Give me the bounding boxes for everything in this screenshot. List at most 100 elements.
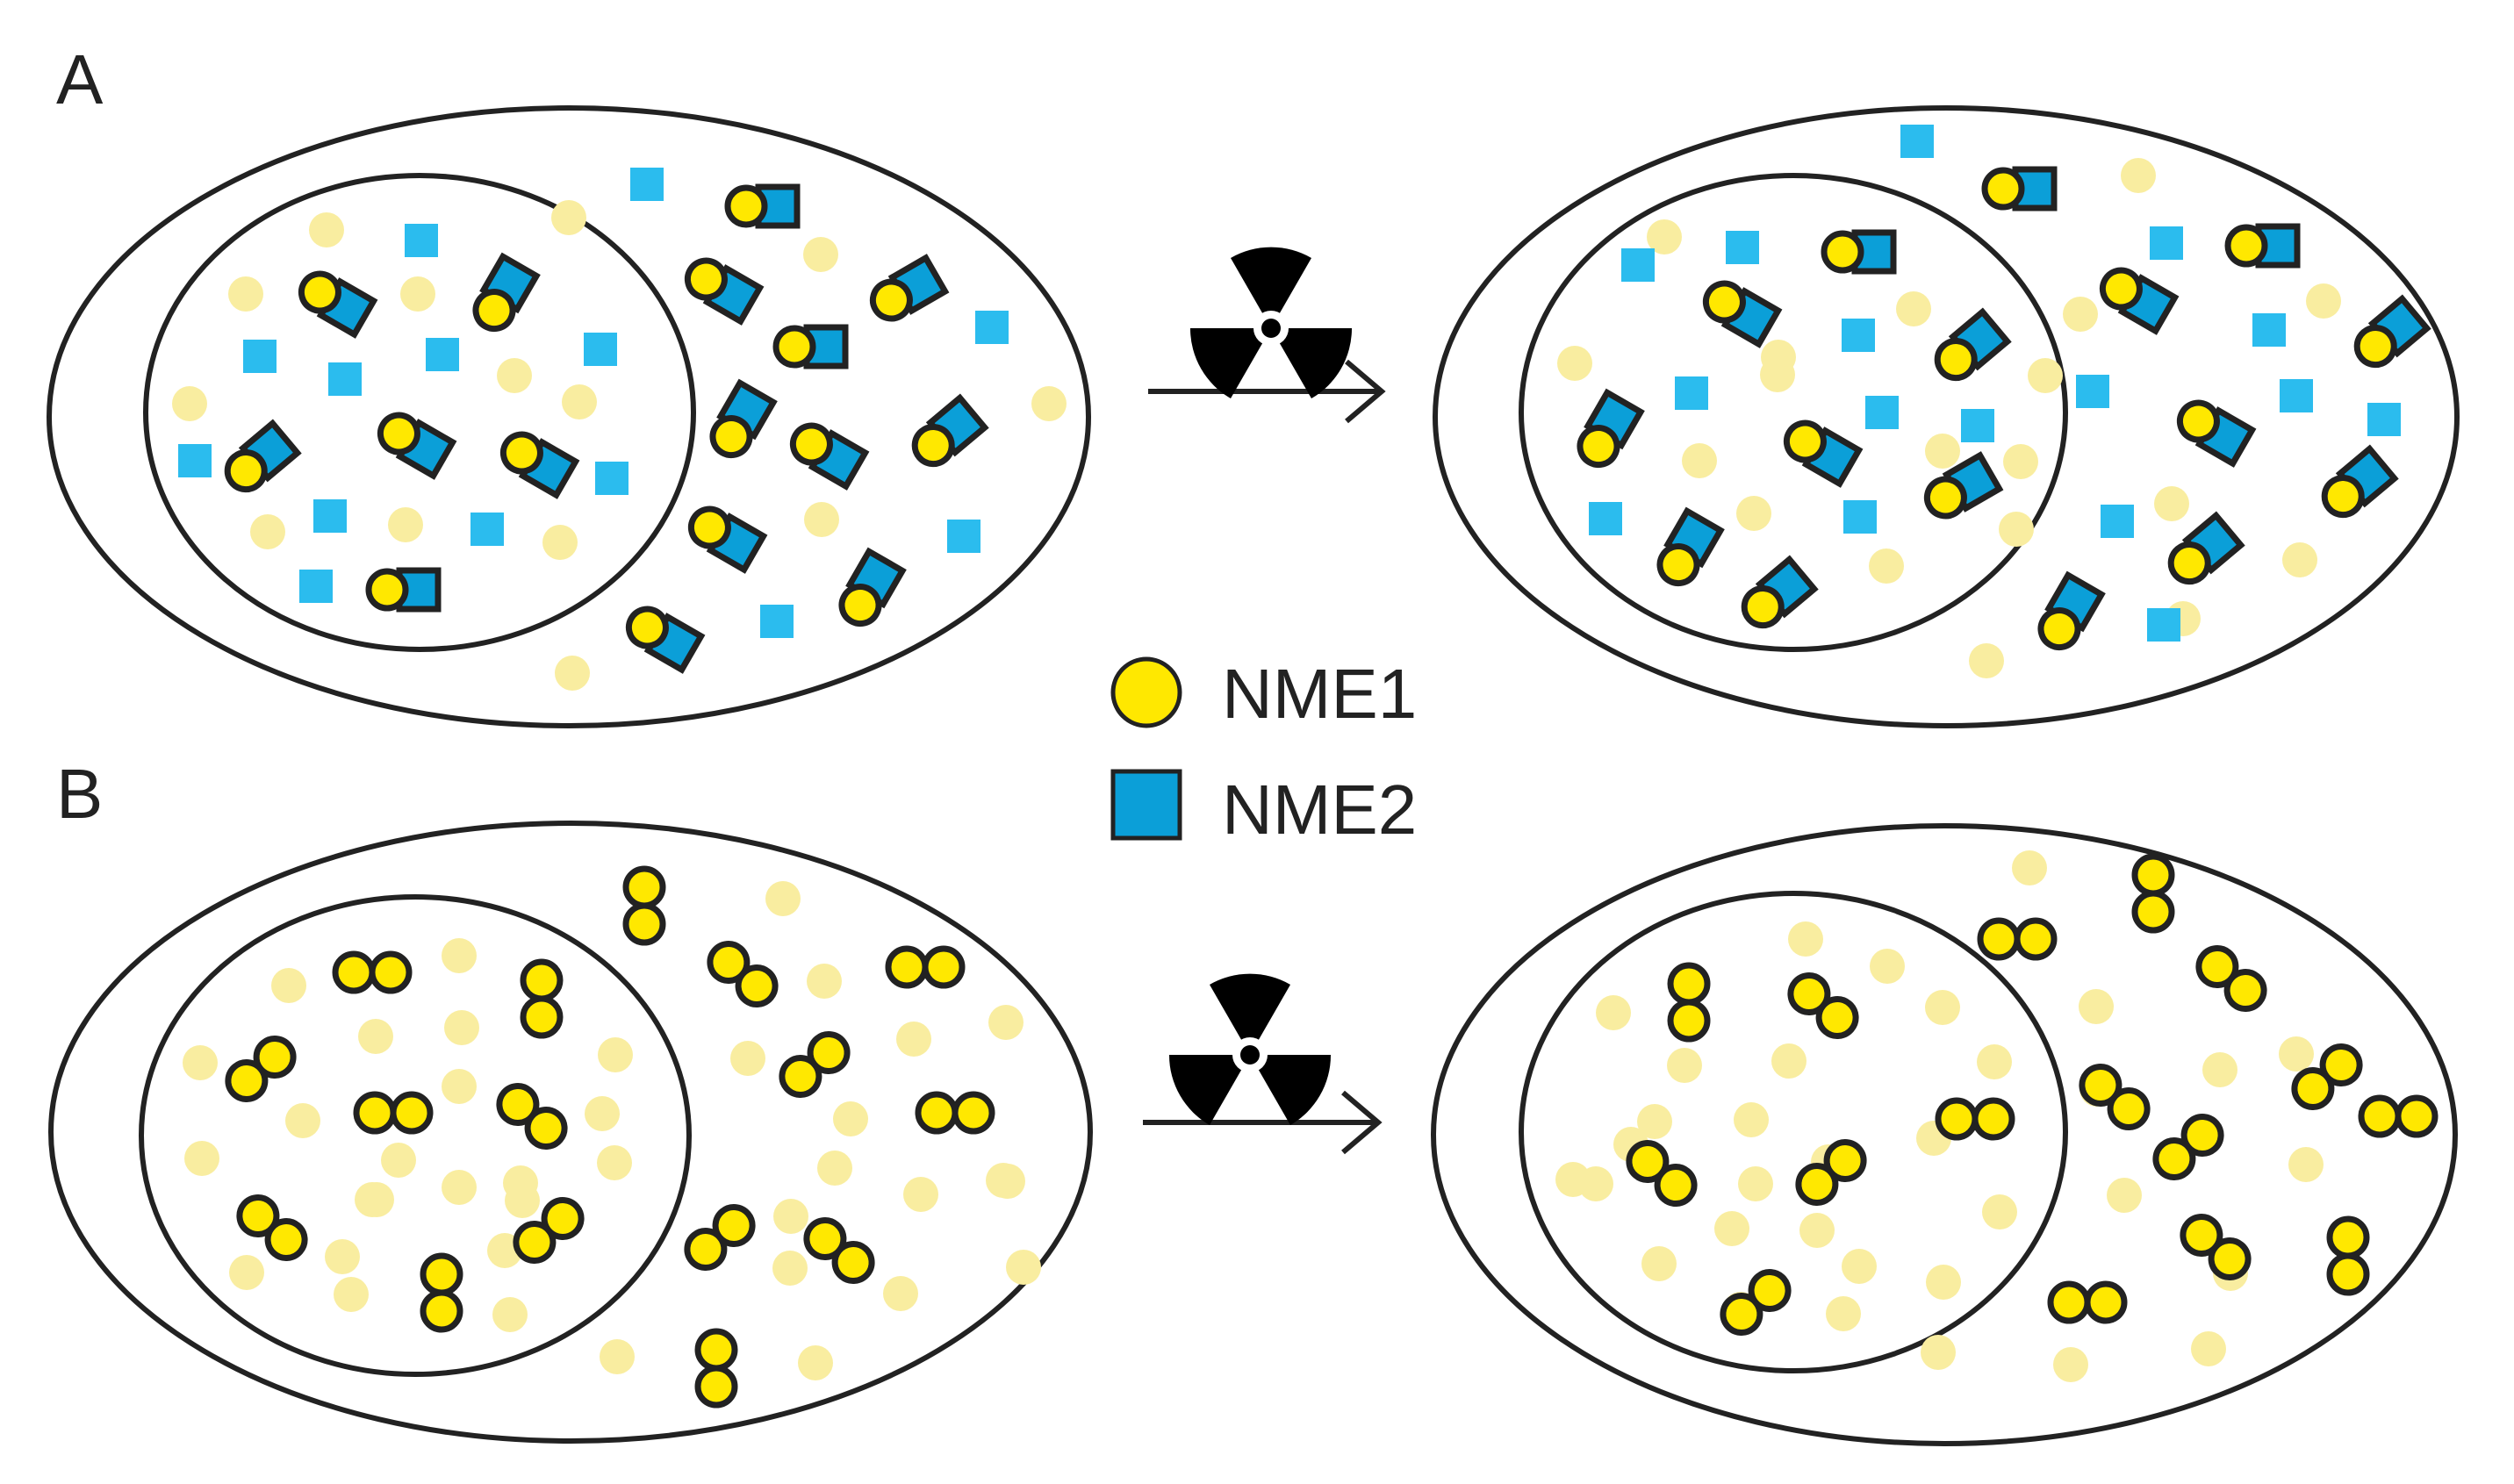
nme1-homodimer <box>1720 1269 1792 1336</box>
nme1-subunit <box>2047 1280 2091 1324</box>
nme1-monomer <box>442 1069 477 1104</box>
nme2-monomer <box>328 362 362 396</box>
nme1-subunit <box>1748 1269 1792 1313</box>
nme2-monomer <box>426 338 459 371</box>
nme1-monomer <box>804 502 839 537</box>
nme1-homodimer <box>1977 917 2058 961</box>
nme1-monomer <box>1596 995 1631 1030</box>
nme2-monomer <box>2367 403 2401 436</box>
nme1-subunit <box>524 1106 568 1150</box>
nme1-nme2-heterodimer <box>709 378 778 459</box>
nme1-homodimer <box>2358 1094 2439 1138</box>
nme1-subunit <box>2131 890 2175 934</box>
nme1-monomer <box>1799 1213 1835 1248</box>
nme1-monomer <box>986 1163 1021 1198</box>
nme1-homodimer <box>1667 962 1711 1043</box>
nucleus-after-a <box>1519 173 2068 652</box>
nme1-subunit <box>298 270 341 314</box>
nme1-nme2-heterodimer <box>472 252 541 333</box>
nucleus-before-a <box>143 173 696 652</box>
nme1-homodimer <box>2047 1280 2128 1324</box>
nme2-monomer <box>1843 500 1877 534</box>
nme1-subunit <box>420 1289 463 1333</box>
nme1-subunit <box>369 950 413 994</box>
nme1-monomer <box>2288 1147 2324 1182</box>
nme1-homodimer <box>2131 853 2175 934</box>
legend-nme2-swatch <box>1110 769 1182 841</box>
nme1-nme2-heterodimer <box>377 412 457 480</box>
nme1-nme2-heterodimer <box>2037 570 2106 651</box>
nme1-homodimer <box>2079 1064 2151 1130</box>
nme1-monomer <box>442 1170 477 1205</box>
nme1-nme2-heterodimer <box>1981 166 2058 211</box>
nme1-nme2-heterodimer <box>789 422 870 491</box>
nme1-homodimer <box>707 941 779 1007</box>
nme1-nme2-heterodimer <box>1577 388 1645 469</box>
nme1-subunit <box>911 424 955 468</box>
nme2-monomer <box>630 168 664 201</box>
nme1-subunit <box>772 325 816 369</box>
nme1-subunit <box>2180 1114 2224 1158</box>
nme1-monomer <box>600 1339 635 1374</box>
arrowhead-b <box>1341 1090 1383 1155</box>
nme1-nme2-heterodimer <box>869 254 950 322</box>
nme1-subunit <box>2037 607 2081 651</box>
panel-b <box>48 821 2458 1446</box>
legend-nme1-swatch <box>1110 656 1182 728</box>
nme1-subunit <box>694 1328 738 1372</box>
nme2-monomer <box>243 340 277 373</box>
nme1-nme2-heterodimer <box>625 606 706 674</box>
nme1-monomer <box>2107 1178 2142 1213</box>
nme1-subunit <box>838 584 882 627</box>
nme1-monomer <box>388 507 423 542</box>
nme1-homodimer <box>1787 972 1859 1039</box>
nme1-nme2-heterodimer <box>687 505 768 574</box>
nme1-monomer <box>309 212 344 247</box>
nme2-monomer <box>2280 379 2313 412</box>
nme1-monomer <box>1734 1102 1769 1137</box>
nme1-monomer <box>585 1096 620 1131</box>
nme1-monomer <box>2154 486 2189 521</box>
nme1-monomer <box>1714 1211 1749 1246</box>
nme1-nme2-heterodimer <box>2176 399 2257 468</box>
nme1-subunit <box>687 505 731 549</box>
nme1-subunit <box>952 1091 995 1135</box>
nme1-monomer <box>1557 346 1592 381</box>
nme2-monomer <box>1621 248 1655 282</box>
nme1-subunit <box>2358 1094 2402 1138</box>
nme2-monomer <box>2147 608 2180 642</box>
radiation-icon <box>1168 973 1332 1125</box>
nme1-subunit <box>2099 267 2143 311</box>
nme1-monomer <box>400 276 435 312</box>
nme1-monomer <box>773 1199 808 1234</box>
nme1-homodimer <box>2326 1215 2370 1296</box>
nme1-monomer <box>285 1103 320 1138</box>
nme1-monomer <box>172 386 207 421</box>
nme1-homodimer <box>236 1194 308 1261</box>
nme1-subunit <box>2223 968 2267 1012</box>
nme1-subunit <box>1702 280 1746 324</box>
nme2-monomer <box>1675 376 1708 410</box>
nme1-subunit <box>885 945 929 989</box>
nme1-monomer <box>359 1182 394 1217</box>
nme1-nme2-heterodimer <box>365 567 442 613</box>
molecules-before-a <box>172 168 1067 691</box>
nme1-monomer <box>883 1276 918 1311</box>
nme1-monomer <box>1982 1194 2017 1229</box>
nme1-monomer <box>597 1145 632 1180</box>
nme1-nme2-heterodimer <box>1934 307 2012 382</box>
nme1-subunit <box>2321 475 2365 519</box>
nme1-monomer <box>2028 358 2063 393</box>
nme1-monomer <box>803 237 838 272</box>
nme1-nme2-heterodimer <box>1741 555 1819 629</box>
nme1-subunit <box>520 995 564 1039</box>
nme1-subunit <box>1667 999 1711 1043</box>
nme2-monomer <box>1842 319 1875 352</box>
nme1-homodimer <box>885 945 966 989</box>
nme1-homodimer <box>420 1252 463 1333</box>
nme1-subunit <box>2319 1043 2363 1087</box>
nme1-monomer <box>183 1045 218 1080</box>
nme1-subunit <box>224 449 268 493</box>
nme1-homodimer <box>513 1197 585 1264</box>
nme1-monomer <box>505 1183 540 1218</box>
